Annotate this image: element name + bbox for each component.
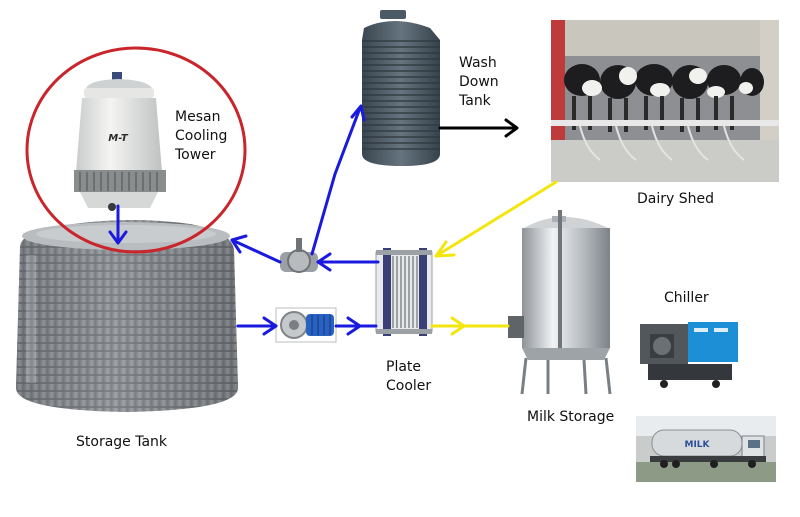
cooling-tower: M-T [74, 72, 166, 211]
cooling-tower-label: Mesan Cooling Tower [175, 108, 227, 165]
wash-down-tank [362, 10, 440, 166]
truck-logo: MILK [684, 440, 710, 450]
valve-to-wash-tank-flow [310, 106, 362, 256]
cooling-tower-label-line-3: Tower [175, 147, 216, 163]
milk-flow-lines [430, 180, 558, 336]
cooling-tower-label-line-2: Cooling [175, 128, 228, 144]
wash-down-tank-label-line-3: Tank [459, 93, 491, 109]
water-flow-lines [108, 104, 380, 336]
wash-down-tank-label-line-2: Down [459, 74, 499, 90]
ball-valve [280, 238, 318, 273]
plate-cooler [375, 248, 433, 336]
wash-down-tank-label-line-1: Wash [459, 55, 497, 71]
plate-cooler-label: Plate Cooler [386, 358, 431, 396]
dairy-shed-to-plate-cooler-flow [434, 180, 558, 258]
dairy-shed-photo [551, 20, 779, 182]
cooling-tower-label-line-1: Mesan [175, 109, 221, 125]
wash-down-tank-label: Wash Down Tank [459, 54, 499, 111]
valve-to-tower-return [230, 238, 282, 264]
plate-cooler-label-line-2: Cooler [386, 378, 432, 394]
highlight-circle [25, 46, 247, 254]
milk-tanker-photo: MILK [636, 416, 776, 482]
tower-logo: M-T [108, 133, 129, 144]
plate-cooler-label-line-1: Plate [386, 359, 422, 375]
wash-tank-discharge-line [438, 118, 519, 138]
milk-storage-label: Milk Storage [527, 409, 615, 425]
storage-tank [16, 219, 238, 412]
storage-tank-label: Storage Tank [76, 434, 168, 450]
dairy-shed-label: Dairy Shed [637, 191, 714, 207]
water-pump [275, 307, 337, 343]
chiller-label: Chiller [664, 290, 709, 306]
chiller-unit [640, 322, 738, 388]
milk-storage-vat [508, 210, 612, 395]
